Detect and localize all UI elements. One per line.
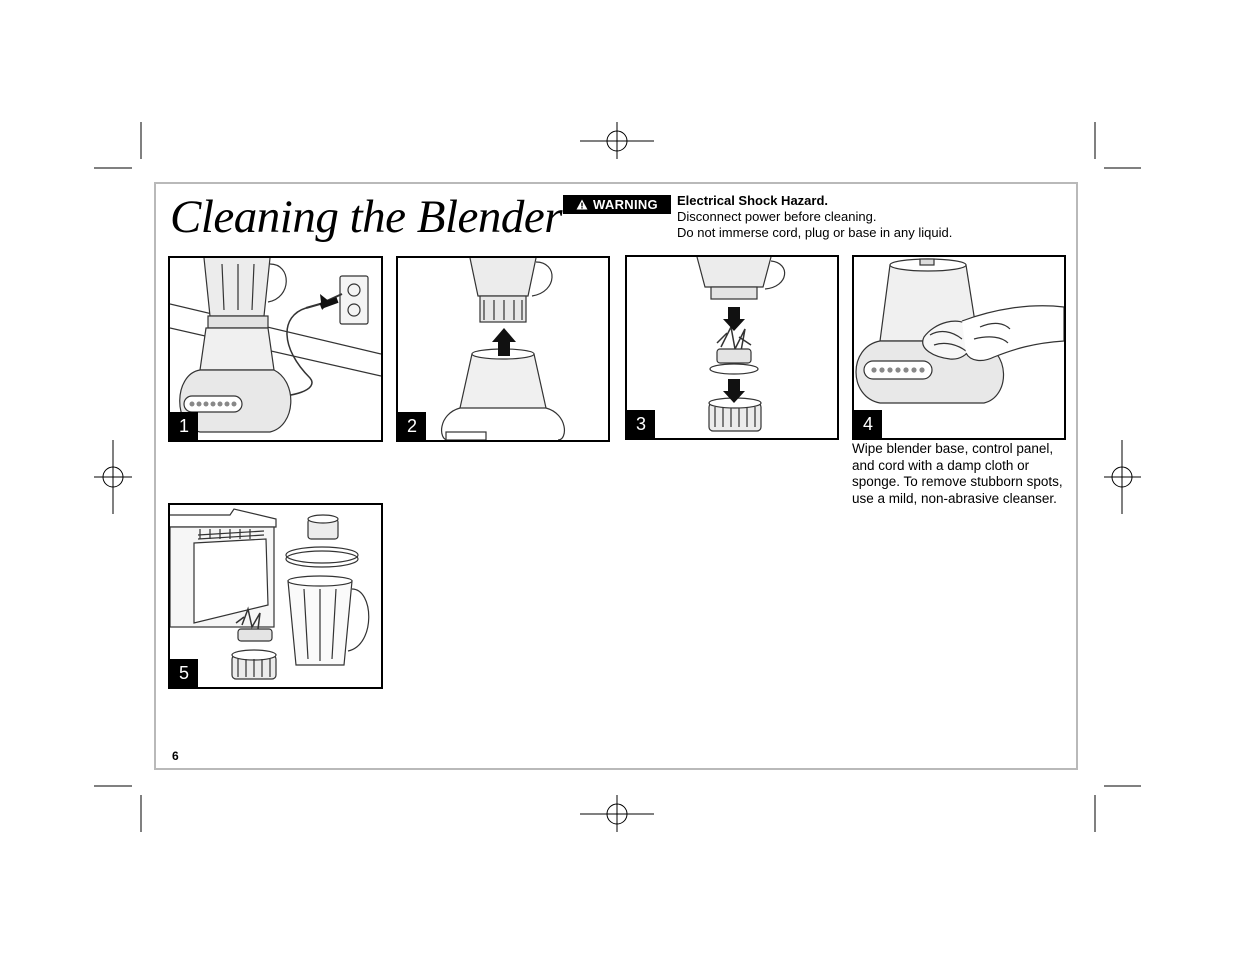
dishwasher-parts-illustration bbox=[170, 508, 370, 680]
step-4-illustration: 4 bbox=[852, 255, 1066, 440]
warning-badge: WARNING bbox=[563, 195, 671, 214]
step-number: 4 bbox=[854, 410, 882, 438]
lift-jar-illustration bbox=[441, 258, 565, 440]
page-frame bbox=[154, 182, 1078, 770]
step-number: 2 bbox=[398, 412, 426, 440]
step-number: 3 bbox=[627, 410, 655, 438]
wipe-base-illustration bbox=[855, 258, 1064, 404]
step-4-caption: Wipe blender base, control panel, and co… bbox=[852, 441, 1063, 506]
warning-heading: Electrical Shock Hazard. bbox=[677, 193, 829, 208]
warning-badge-label: WARNING bbox=[593, 197, 658, 212]
page-number: 6 bbox=[172, 749, 179, 763]
warning-triangle-icon bbox=[576, 199, 588, 210]
step-1-illustration: 1 bbox=[168, 256, 383, 442]
warning-text: Electrical Shock Hazard. Disconnect powe… bbox=[677, 193, 952, 241]
page-title: Cleaning the Blender bbox=[170, 191, 563, 243]
warning-line: Disconnect power before cleaning. bbox=[677, 209, 877, 224]
step-3-illustration: 3 bbox=[625, 255, 839, 440]
step-number: 5 bbox=[170, 659, 198, 687]
warning-line: Do not immerse cord, plug or base in any… bbox=[677, 225, 953, 240]
remove-blade-illustration bbox=[696, 257, 786, 432]
step-2-illustration: 2 bbox=[396, 256, 610, 442]
step-5-illustration: 5 bbox=[168, 503, 383, 689]
step-number: 1 bbox=[170, 412, 198, 440]
unplug-illustration bbox=[170, 258, 381, 433]
